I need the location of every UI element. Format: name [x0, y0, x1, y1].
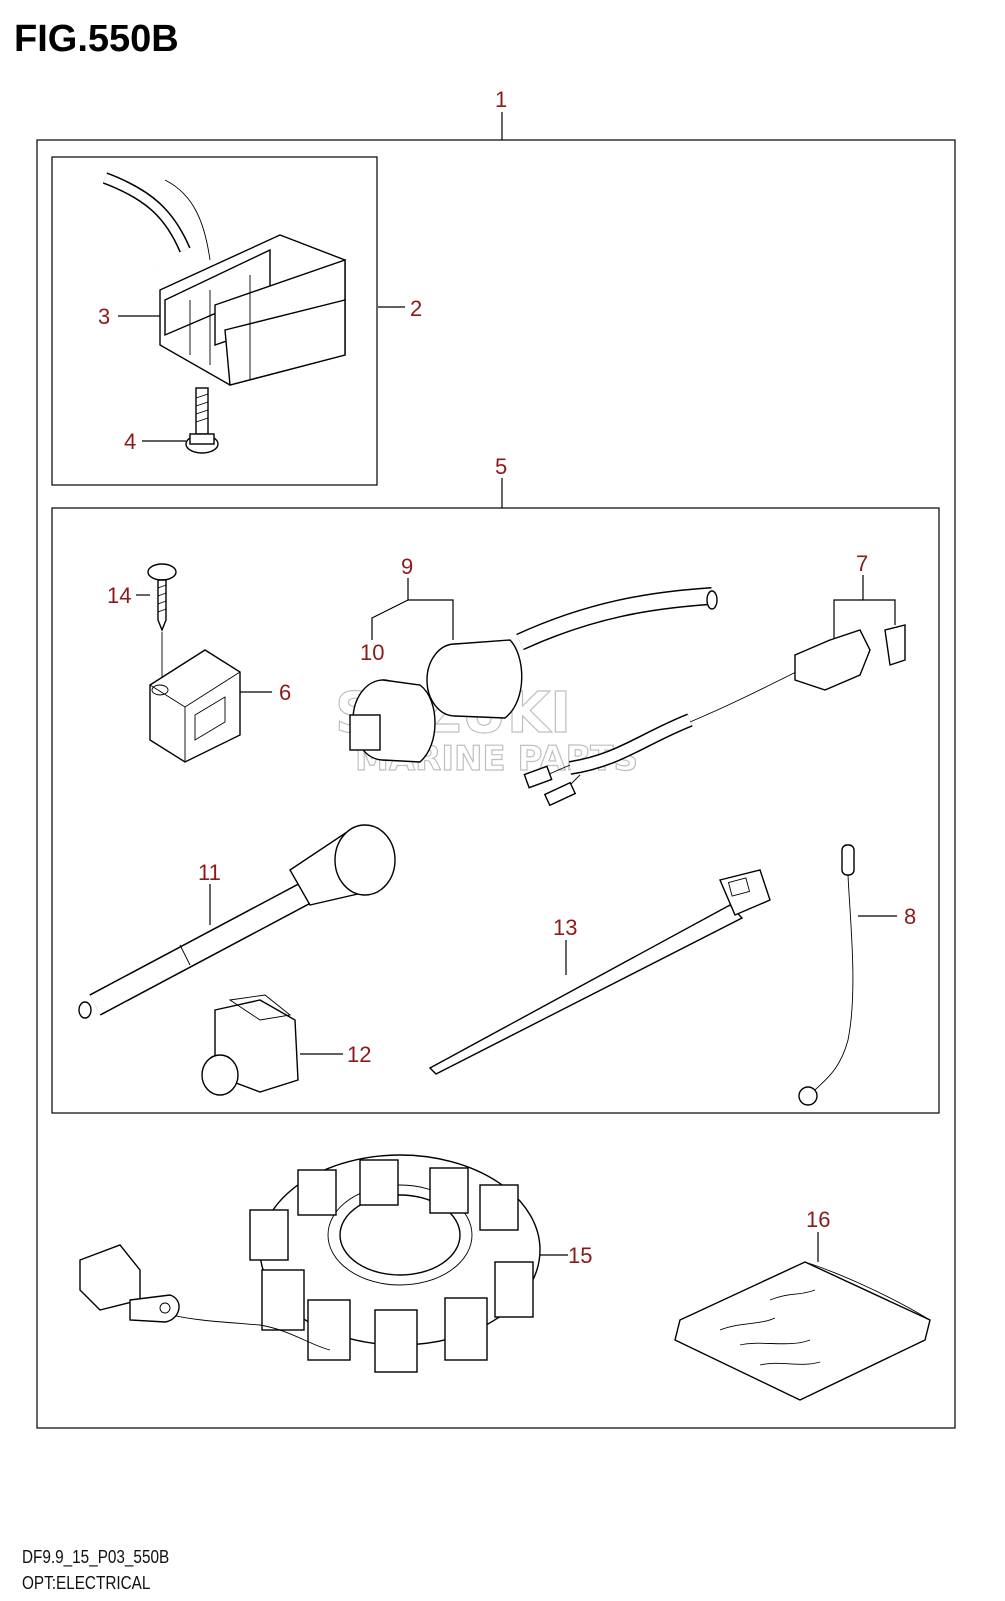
rectifier-regulator — [68, 172, 346, 386]
callout-8: 8 — [904, 904, 916, 929]
callout-10: 10 — [360, 640, 384, 665]
harness-frame — [51, 507, 940, 1114]
lead-wire — [798, 844, 855, 1106]
callout-7: 7 — [856, 551, 868, 576]
wiring-harness — [523, 624, 906, 807]
callout-2: 2 — [410, 296, 422, 321]
bolt — [185, 387, 219, 454]
figure-title: FIG.550B — [14, 18, 179, 60]
cable-tie — [428, 869, 771, 1075]
callout-14: 14 — [107, 583, 131, 608]
callout-12: 12 — [347, 1042, 371, 1067]
parts-bag — [674, 1261, 931, 1401]
connector — [349, 587, 718, 763]
figure-code: DF9.9_15_P03_550B — [22, 1547, 170, 1567]
regulator-frame — [51, 156, 378, 486]
stator — [79, 1154, 541, 1373]
callout-1: 1 — [495, 87, 507, 112]
callout-16: 16 — [806, 1207, 830, 1232]
callout-15: 15 — [568, 1243, 592, 1268]
callout-labels: 1 2 3 4 5 6 7 8 9 10 11 12 13 14 15 16 — [98, 87, 916, 1268]
figure-caption: OPT:ELECTRICAL — [22, 1573, 151, 1593]
callout-6: 6 — [279, 680, 291, 705]
callout-13: 13 — [553, 915, 577, 940]
screw — [147, 563, 177, 690]
callout-5: 5 — [495, 454, 507, 479]
leader-lines — [118, 112, 897, 1262]
callout-9: 9 — [401, 554, 413, 579]
clamp — [149, 649, 241, 763]
kit-frame — [36, 139, 956, 1429]
grommet — [201, 994, 299, 1096]
callout-3: 3 — [98, 304, 110, 329]
cable — [78, 824, 396, 1019]
callout-11: 11 — [198, 860, 221, 885]
callout-4: 4 — [124, 429, 136, 454]
